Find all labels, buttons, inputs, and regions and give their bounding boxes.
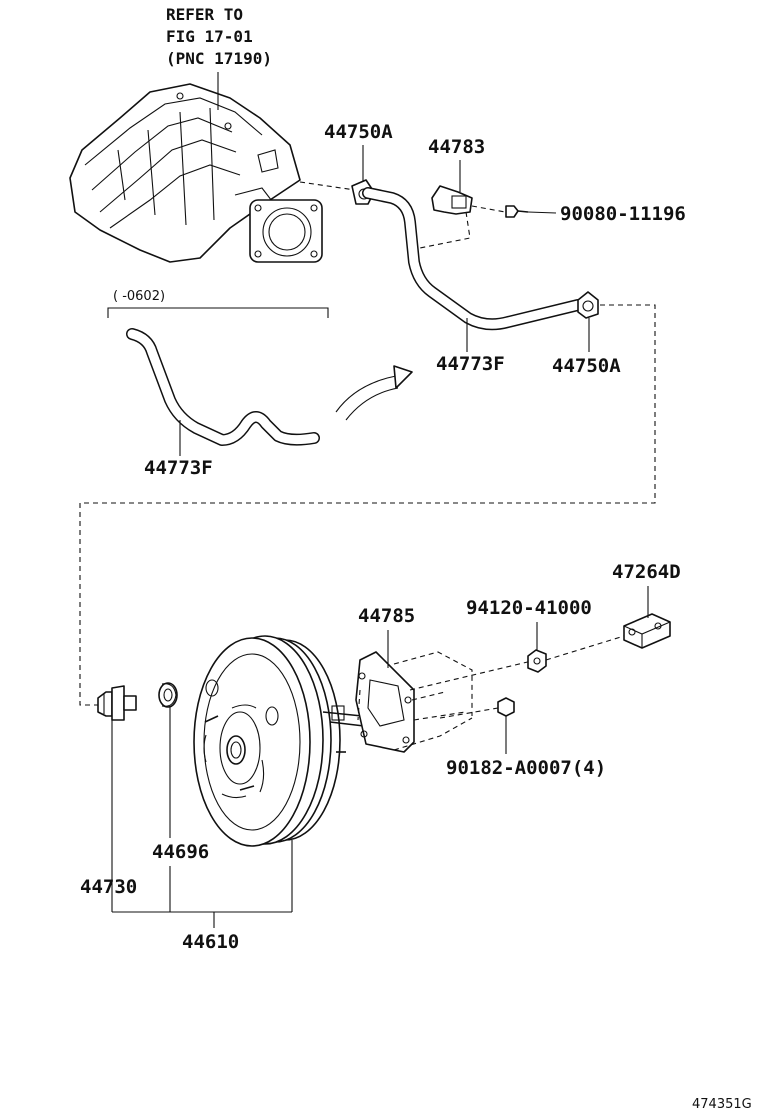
label-clamp-top: 44750A [324, 121, 393, 143]
label-nut-large: 94120-41000 [466, 597, 592, 619]
check-valve [97, 685, 137, 721]
label-grommet: 44696 [152, 841, 209, 863]
booster-assembly-leaders: 44696 44730 44610 [80, 707, 293, 953]
label-hose-old: 44773F [144, 457, 213, 479]
label-clevis: 47264D [612, 561, 681, 583]
refer-pnc-text: (PNC 17190) [166, 49, 272, 68]
label-gasket: 44785 [358, 605, 415, 627]
brake-booster [193, 635, 365, 847]
bolt: 90080-11196 [471, 203, 686, 225]
nut-large: 94120-41000 [466, 597, 625, 673]
leader-manifold-clamp [299, 181, 356, 191]
date-range-bracket [107, 307, 329, 318]
refer-fig-text: FIG 17-01 [166, 27, 253, 46]
refer-to-callout: REFER TO FIG 17-01 (PNC 17190) [166, 5, 272, 110]
vacuum-hose-new: 44773F [362, 187, 584, 375]
label-clamp-right: 44750A [552, 355, 621, 377]
clevis: 47264D [612, 561, 681, 649]
label-booster-assy: 44610 [182, 931, 239, 953]
label-check-valve: 44730 [80, 876, 137, 898]
grommet [158, 682, 178, 708]
label-sensor: 44783 [428, 136, 485, 158]
vacuum-hose-old: ( -0602) 44773F [107, 289, 329, 479]
label-hose-new: 44773F [436, 353, 505, 375]
refer-to-text: REFER TO [166, 5, 243, 24]
leader-clamp-to-check-valve [79, 304, 656, 706]
figure-number: 474351G [692, 1097, 752, 1112]
gasket: 44785 [355, 605, 537, 753]
vacuum-sensor: 44783 [419, 136, 485, 249]
intake-manifold [69, 83, 323, 263]
nut-small: 90182-A0007(4) [439, 697, 606, 779]
leader-sensor-hose [419, 211, 471, 249]
label-nut-small: 90182-A0007(4) [446, 757, 606, 779]
replacement-arrow [335, 365, 413, 421]
label-date-range: ( -0602) [113, 289, 165, 304]
clamp-right: 44750A [79, 291, 656, 706]
label-bolt: 90080-11196 [560, 203, 686, 225]
